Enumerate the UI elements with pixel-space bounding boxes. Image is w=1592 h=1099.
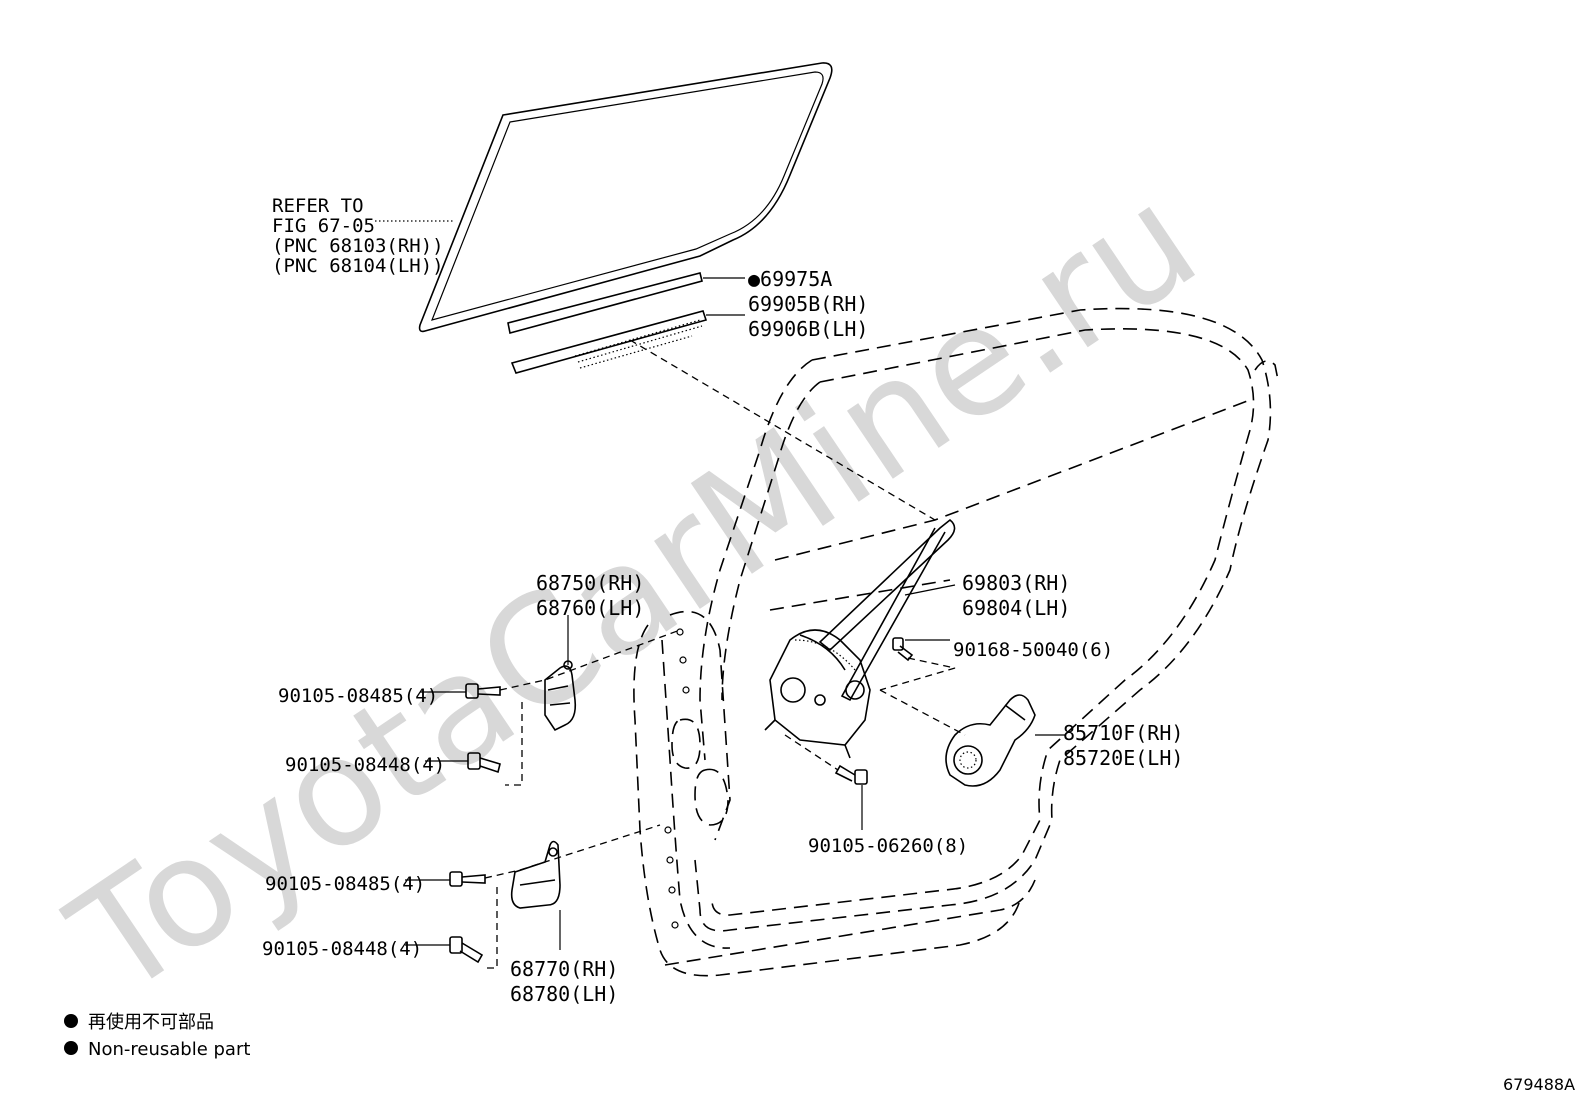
bolt-90105-06260	[834, 764, 868, 785]
label-90105-06260: 90105-06260(8)	[808, 835, 968, 857]
refer-line-2: FIG 67-05	[272, 215, 375, 237]
refer-line-3: (PNC 68103(RH))	[272, 235, 444, 257]
label-68760: 68760(LH)	[536, 596, 644, 620]
legend-bullet-jp	[64, 1014, 78, 1028]
label-69906B: 69906B(LH)	[748, 317, 868, 341]
window-regulator	[764, 518, 956, 759]
regulator-motor	[945, 694, 1036, 787]
label-69975A: ●69975A	[748, 267, 832, 291]
refer-line-1: REFER TO	[272, 195, 364, 217]
label-69905B: 69905B(RH)	[748, 292, 868, 316]
label-90105-08485-lower: 90105-08485(4)	[265, 873, 425, 895]
leader-lines	[405, 584, 1065, 969]
label-68750: 68750(RH)	[536, 571, 644, 595]
legend-jp: 再使用不可部品	[88, 1012, 214, 1033]
bolt-90105-08485-upper	[465, 683, 501, 699]
label-90105-08485-upper: 90105-08485(4)	[278, 685, 438, 707]
label-90168-50040: 90168-50040(6)	[953, 639, 1113, 661]
figure-id: 679488A	[1503, 1075, 1575, 1094]
strip-leader	[703, 277, 745, 316]
glass-run-strip	[507, 272, 708, 374]
label-85720E: 85720E(LH)	[1063, 746, 1183, 770]
label-90105-08448-upper: 90105-08448(4)	[285, 754, 445, 776]
lower-hinge	[510, 840, 561, 909]
refer-line-4: (PNC 68104(LH))	[272, 255, 444, 277]
label-90105-08448-lower: 90105-08448(4)	[262, 938, 422, 960]
door-panel	[633, 307, 1279, 977]
bolt-90105-08485-lower	[449, 871, 486, 887]
label-69803: 69803(RH)	[962, 571, 1070, 595]
legend-bullet-en	[64, 1041, 78, 1055]
label-69804: 69804(LH)	[962, 596, 1070, 620]
label-68780: 68780(LH)	[510, 982, 618, 1006]
label-85710F: 85710F(RH)	[1063, 721, 1183, 745]
bolt-90105-08448-lower	[449, 936, 484, 964]
door-glass	[418, 62, 833, 333]
bolt-90168-50040	[892, 637, 914, 662]
legend-en: Non-reusable part	[88, 1039, 250, 1060]
label-68770: 68770(RH)	[510, 957, 618, 981]
